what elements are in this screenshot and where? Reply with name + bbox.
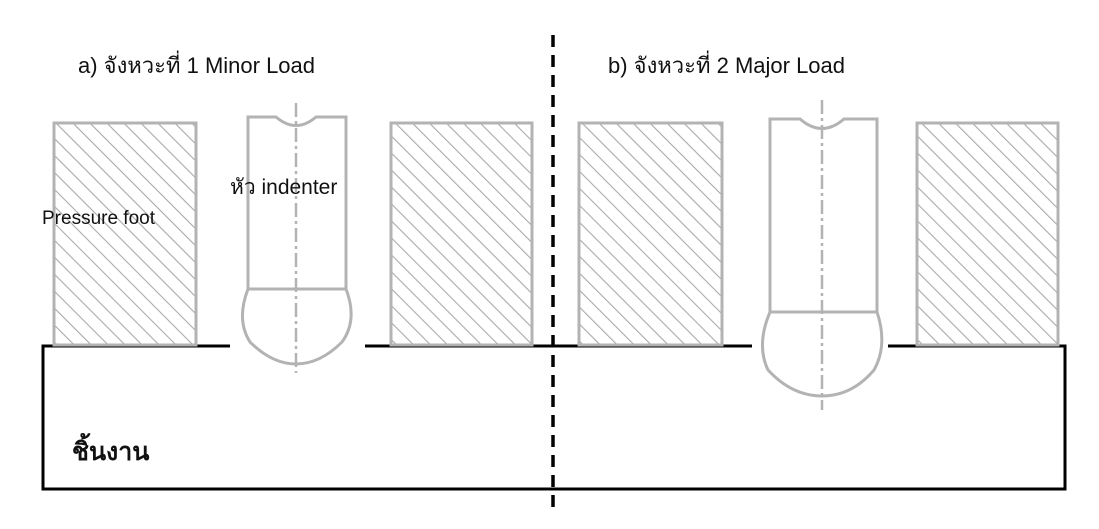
pressure-foot-b-right bbox=[915, 121, 1060, 347]
panel-a-title: a) จังหวะที่ 1 Minor Load bbox=[78, 50, 315, 78]
indenter-a bbox=[241, 103, 353, 373]
indenter-label: หัว indenter bbox=[230, 176, 337, 199]
pressure-foot-b-left bbox=[577, 121, 724, 347]
pressure-foot-a-right bbox=[389, 121, 534, 347]
workpiece-label: ชิ้นงาน bbox=[72, 432, 149, 466]
pressure-foot-a-left bbox=[52, 121, 198, 347]
panel-b-title: b) จังหวะที่ 2 Major Load bbox=[608, 50, 845, 78]
pressure-foot-label: Pressure foot bbox=[42, 208, 156, 229]
indenter-b bbox=[761, 100, 884, 410]
